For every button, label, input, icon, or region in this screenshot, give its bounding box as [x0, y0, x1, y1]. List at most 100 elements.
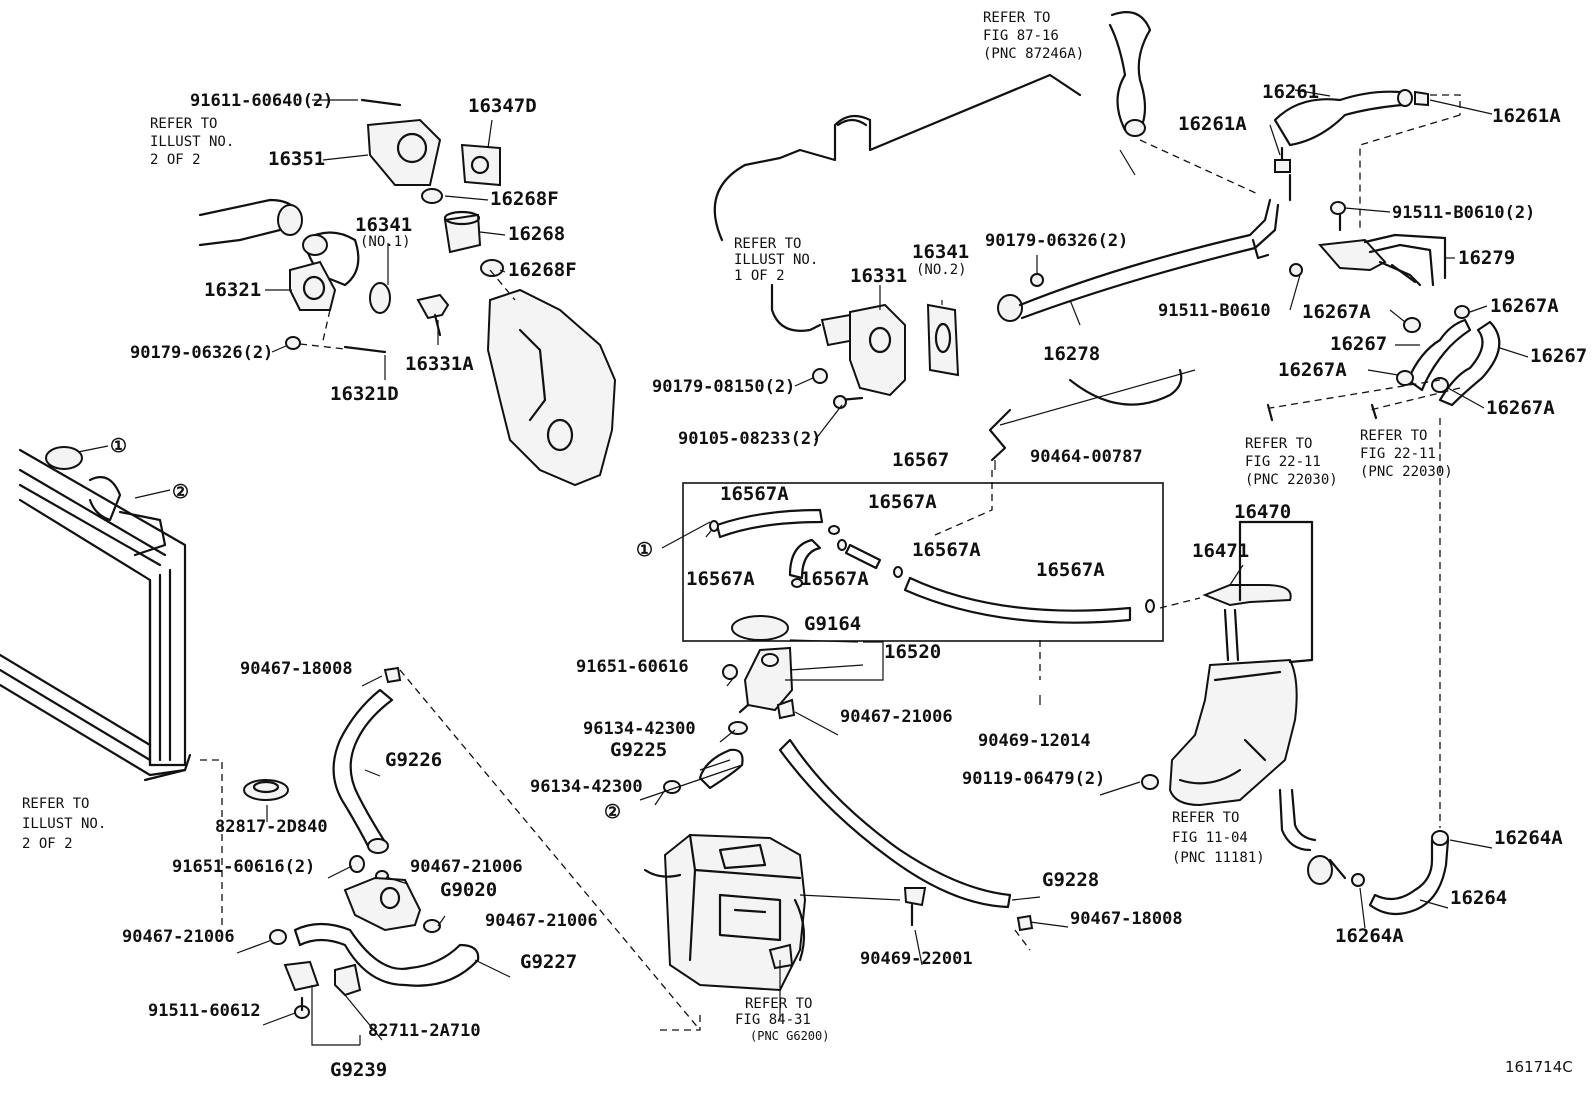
part-label: 16267	[1530, 345, 1587, 367]
part-label: 16321	[204, 279, 261, 301]
radiator	[0, 445, 192, 782]
ref-line: (PNC 22030)	[1245, 472, 1338, 488]
ref-line: FIG 22-11	[1360, 446, 1436, 462]
part-label: 96134-42300	[530, 777, 643, 797]
part-label: 90467-18008	[1070, 909, 1183, 929]
circle-marker-1: ①	[636, 539, 653, 561]
circle-marker-2: ②	[604, 801, 621, 823]
ref-line: REFER TO	[734, 236, 801, 252]
hose-kit-16567	[682, 369, 1201, 680]
engine-cover-plate	[486, 269, 617, 487]
part-label: 16268F	[508, 259, 577, 281]
ref-line: FIG 87-16	[983, 28, 1059, 44]
part-label: 16567	[892, 449, 949, 471]
diagram-id: 161714C	[1505, 1058, 1573, 1076]
hoses-g9226-g9227	[200, 666, 1031, 1046]
ref-line: REFER TO	[1360, 428, 1427, 444]
ref-illust-2of2-top: REFER TO ILLUST NO. 2 OF 2	[150, 116, 234, 168]
ref-line: REFER TO	[745, 996, 812, 1012]
part-label: 16279	[1458, 247, 1515, 269]
part-label: 16341	[912, 241, 969, 263]
part-label: 90469-12014	[978, 731, 1091, 751]
part-label: 90467-21006	[485, 911, 598, 931]
part-label: 16567A	[686, 568, 755, 590]
part-label: G9020	[440, 879, 497, 901]
part-label: (NO.2)	[916, 262, 967, 278]
ref-line: 1 OF 2	[734, 268, 785, 284]
part-label: 91511-60612	[148, 1001, 261, 1021]
hoses-16267	[1266, 305, 1501, 422]
ref-line: REFER TO	[22, 796, 89, 812]
ref-fig-84-31: REFER TO FIG 84-31 (PNC G6200)	[735, 996, 829, 1043]
engine-outline	[713, 73, 1183, 406]
hose-16261	[1108, 11, 1461, 230]
ref-line: ILLUST NO.	[734, 252, 818, 268]
ref-line: FIG 22-11	[1245, 454, 1321, 470]
part-label: G9225	[610, 739, 667, 761]
part-label: 16264	[1450, 887, 1507, 909]
part-label: 91511-B0610(2)	[1392, 203, 1535, 223]
part-label: 16267A	[1490, 295, 1559, 317]
ref-fig-11-04: REFER TO FIG 11-04 (PNC 11181)	[1172, 810, 1265, 866]
ref-line: 2 OF 2	[22, 836, 73, 852]
part-label: 16267	[1330, 333, 1387, 355]
part-label: 16268F	[490, 188, 559, 210]
part-label: 16267A	[1278, 359, 1347, 381]
part-label: G9164	[804, 613, 861, 635]
part-label: 91511-B0610	[1158, 301, 1271, 321]
ref-line: ILLUST NO.	[22, 816, 106, 832]
part-label: 96134-42300	[583, 719, 696, 739]
part-label: 90467-21006	[122, 927, 235, 947]
ref-line: ILLUST NO.	[150, 134, 234, 150]
ref-line: (PNC G6200)	[750, 1029, 829, 1043]
ref-illust-2of2-bottom: REFER TO ILLUST NO. 2 OF 2	[22, 796, 106, 852]
circle-marker-1: ①	[110, 435, 127, 457]
part-label: 16261A	[1492, 105, 1561, 127]
part-label: 90467-21006	[410, 857, 523, 877]
ref-line: 2 OF 2	[150, 152, 201, 168]
part-label: 16567A	[720, 483, 789, 505]
part-label: 16471	[1192, 540, 1249, 562]
part-label: 16261A	[1178, 113, 1247, 135]
part-label: 91611-60640(2)	[190, 91, 333, 111]
thermostat-housing-group	[770, 283, 960, 409]
hose-16264	[1278, 418, 1450, 916]
part-label: 16567A	[868, 491, 937, 513]
part-label: 16567A	[800, 568, 869, 590]
part-label: 16520	[884, 641, 941, 663]
ref-fig-87-16: REFER TO FIG 87-16 (PNC 87246A)	[983, 10, 1084, 62]
part-label: G9227	[520, 951, 577, 973]
bracket-16279	[1317, 201, 1447, 287]
ref-line: (PNC 11181)	[1172, 850, 1265, 866]
part-label: 16264A	[1494, 827, 1563, 849]
part-label: 90179-06326(2)	[130, 343, 273, 363]
water-pipe-16278	[997, 198, 1303, 322]
ref-line: REFER TO	[1172, 810, 1239, 826]
part-label: 16267A	[1486, 397, 1555, 419]
ref-fig-22-11-a: REFER TO FIG 22-11 (PNC 22030)	[1245, 436, 1338, 488]
part-label: 16278	[1043, 343, 1100, 365]
part-label: 91651-60616(2)	[172, 857, 315, 877]
part-label: 16264A	[1335, 925, 1404, 947]
leader-lines	[236, 89, 1529, 1041]
part-label: 16567A	[912, 539, 981, 561]
part-label: (NO.1)	[360, 234, 411, 250]
part-label: 90464-00787	[1030, 447, 1143, 467]
part-label: 90467-21006	[840, 707, 953, 727]
part-label: 16321D	[330, 383, 399, 405]
part-label: 82711-2A710	[368, 1021, 481, 1041]
part-label: 90179-08150(2)	[652, 377, 795, 397]
part-label: 90119-06479(2)	[962, 769, 1105, 789]
part-label: 16347D	[468, 95, 537, 117]
part-label: G9226	[385, 749, 442, 771]
ref-line: FIG 84-31	[735, 1012, 811, 1028]
part-label: 16268	[508, 223, 565, 245]
ref-line: REFER TO	[150, 116, 217, 132]
ref-line: REFER TO	[983, 10, 1050, 26]
ref-line: (PNC 87246A)	[983, 46, 1084, 62]
part-label: 91651-60616	[576, 657, 689, 677]
part-label: 90467-18008	[240, 659, 353, 679]
part-label: 16331A	[405, 353, 474, 375]
part-label: G9239	[330, 1059, 387, 1081]
